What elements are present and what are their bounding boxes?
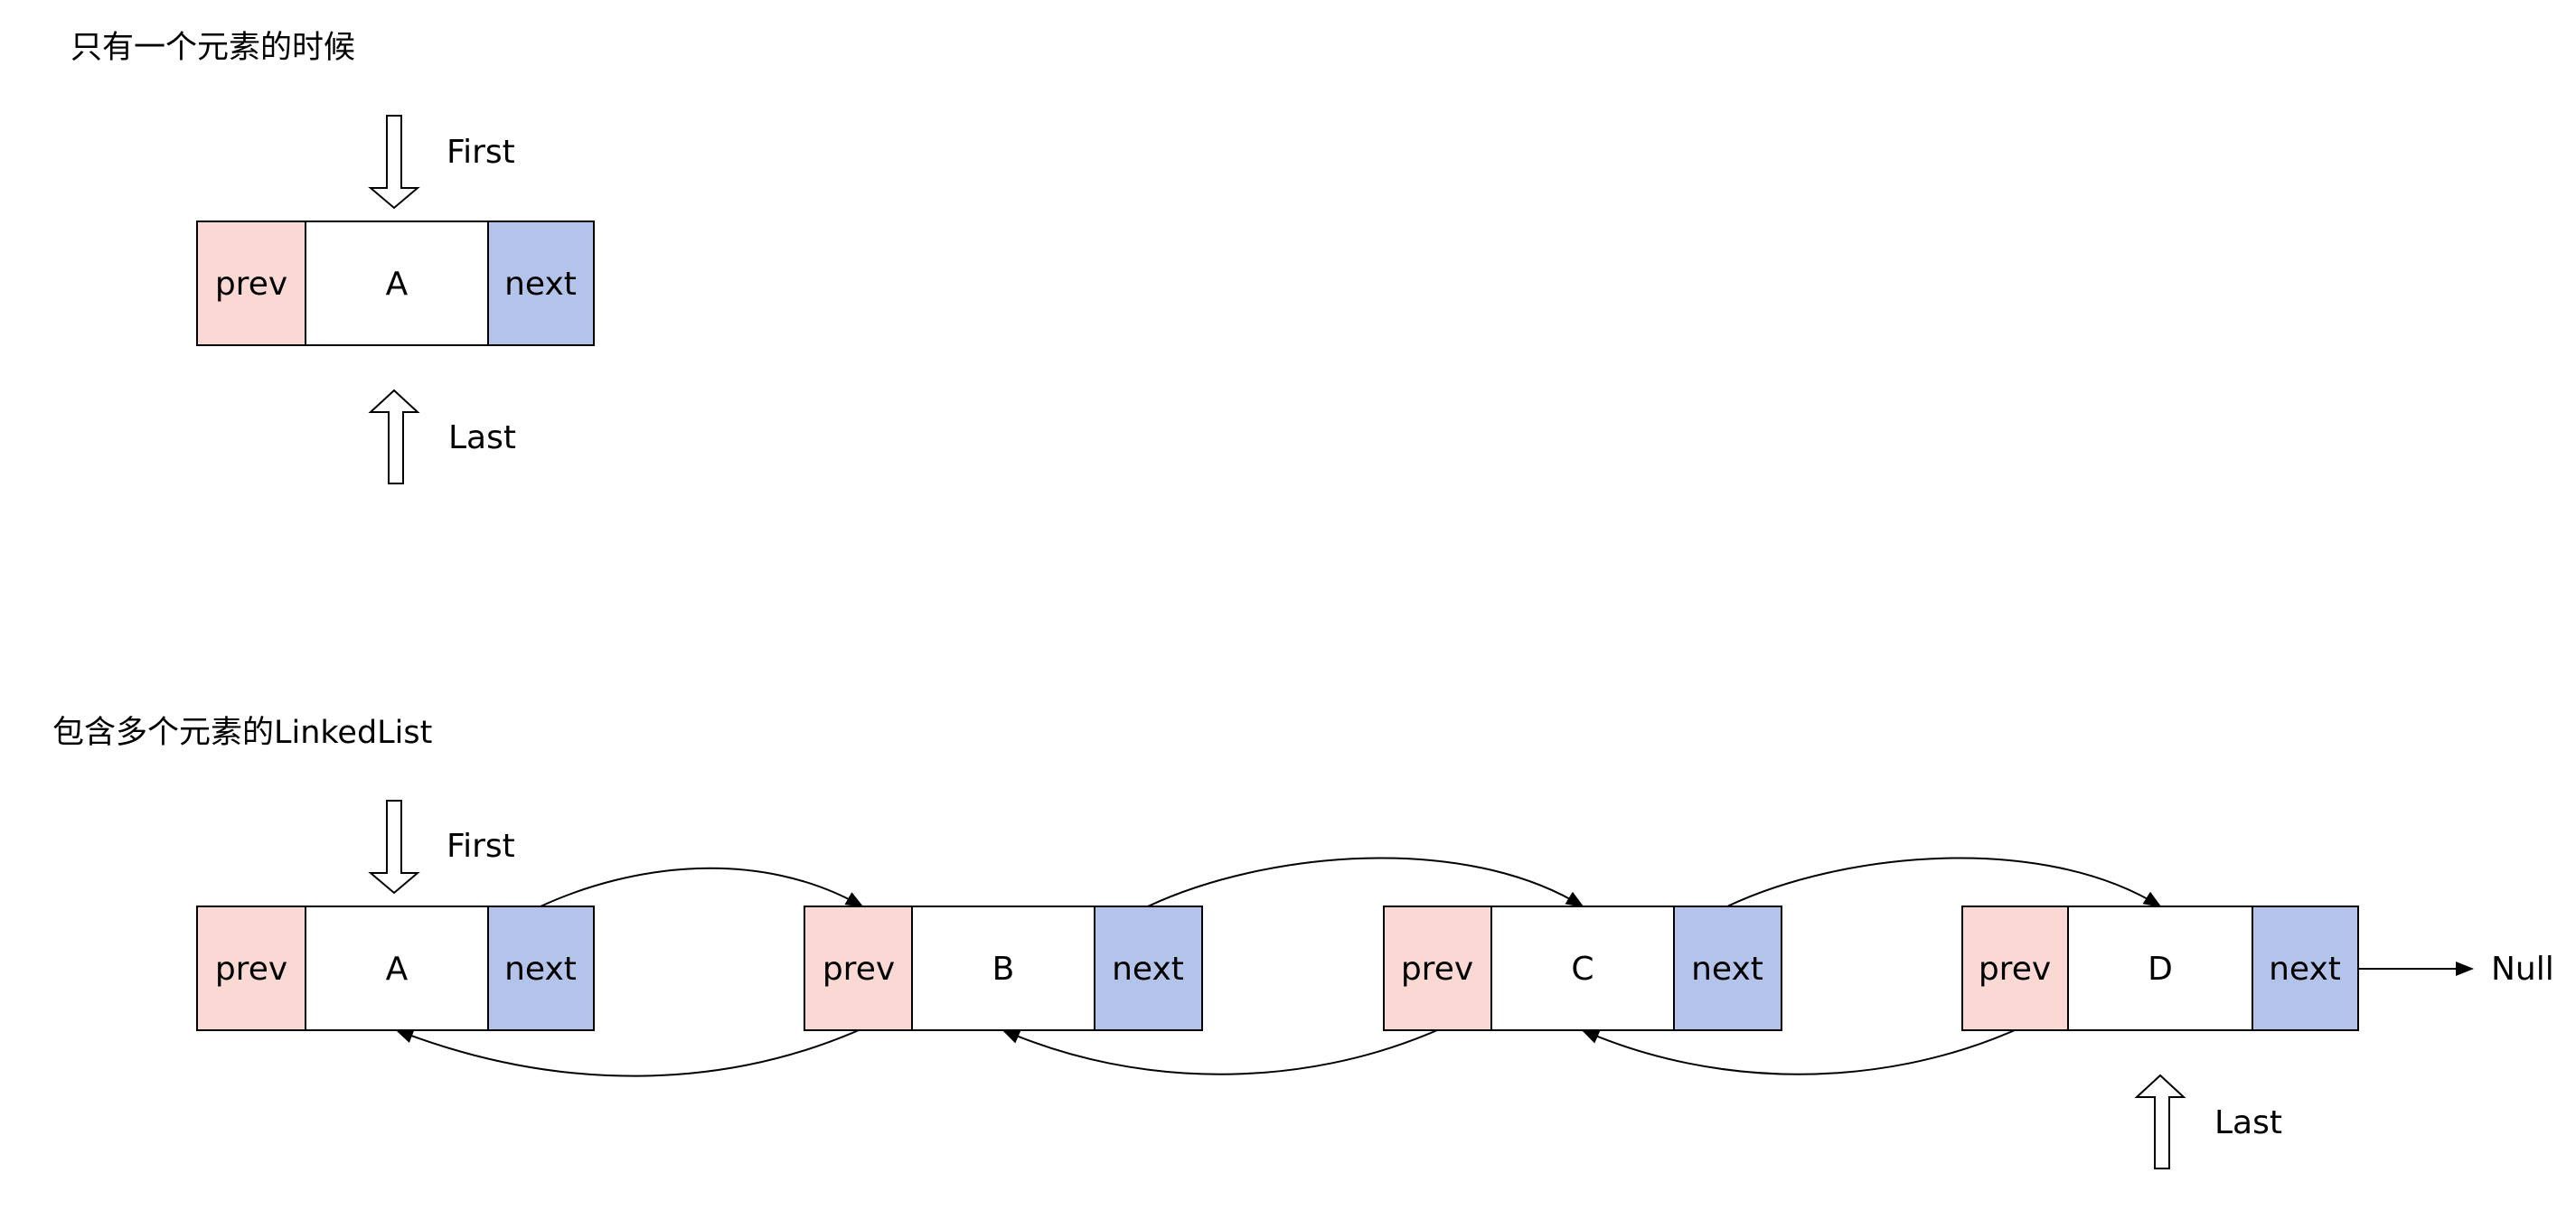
multi-first-pointer-arrow: [368, 800, 420, 895]
multi-node-c-next-label: next: [1691, 951, 1763, 988]
single-node-a-next-cell: [487, 221, 595, 346]
multi-node-b: prev B next: [804, 906, 1203, 1031]
multi-node-a-value-cell: [305, 906, 489, 1031]
multi-node-b-next-label: next: [1112, 951, 1184, 988]
multi-last-label: Last: [2214, 1104, 2282, 1141]
multi-node-a-prev-label: prev: [215, 951, 287, 988]
multi-node-a: prev A next: [196, 906, 595, 1031]
multi-last-pointer-arrow: [2134, 1074, 2186, 1169]
link-prev-b-to-a: [395, 1029, 860, 1077]
multi-node-c-prev-cell: [1383, 906, 1492, 1031]
single-node-a-value-cell: [305, 221, 489, 346]
link-next-b-to-c: [1147, 857, 1584, 908]
multi-node-d-next-label: next: [2269, 951, 2341, 988]
multi-node-a-next-cell: [487, 906, 595, 1031]
link-next-c-to-d: [1726, 857, 2162, 908]
multi-node-c: prev C next: [1383, 906, 1782, 1031]
multi-heading: 包含多个元素的LinkedList: [52, 715, 432, 751]
multi-node-b-value-cell: [911, 906, 1095, 1031]
single-node-a-value-label: A: [386, 266, 409, 303]
multi-first-label: First: [447, 828, 515, 865]
multi-node-c-prev-label: prev: [1401, 951, 1473, 988]
single-heading: 只有一个元素的时候: [71, 30, 355, 66]
multi-node-d-value-label: D: [2148, 951, 2173, 988]
multi-node-d: prev D next: [1961, 906, 2359, 1031]
single-first-pointer-arrow: [368, 115, 420, 210]
multi-node-b-value-label: B: [992, 951, 1015, 988]
multi-node-a-prev-cell: [196, 906, 306, 1031]
multi-node-d-prev-label: prev: [1979, 951, 2051, 988]
multi-node-d-prev-cell: [1961, 906, 2069, 1031]
single-first-label: First: [447, 134, 515, 171]
multi-node-c-next-cell: [1673, 906, 1782, 1031]
multi-node-c-value-label: C: [1571, 951, 1594, 988]
multi-node-b-next-cell: [1094, 906, 1203, 1031]
single-node-a-next-label: next: [504, 266, 577, 303]
single-node-a-prev-cell: [196, 221, 306, 346]
single-last-label: Last: [448, 419, 516, 456]
single-last-pointer-arrow: [368, 389, 420, 484]
null-label: Null: [2491, 951, 2554, 988]
link-next-a-to-b: [540, 867, 864, 907]
multi-node-b-prev-label: prev: [823, 951, 895, 988]
single-node-a: prev A next: [196, 221, 595, 346]
multi-node-a-next-label: next: [504, 951, 577, 988]
multi-node-a-value-label: A: [386, 951, 409, 988]
link-prev-d-to-c: [1581, 1029, 2016, 1075]
link-prev-c-to-b: [1001, 1029, 1438, 1075]
single-node-a-prev-label: prev: [215, 266, 287, 303]
